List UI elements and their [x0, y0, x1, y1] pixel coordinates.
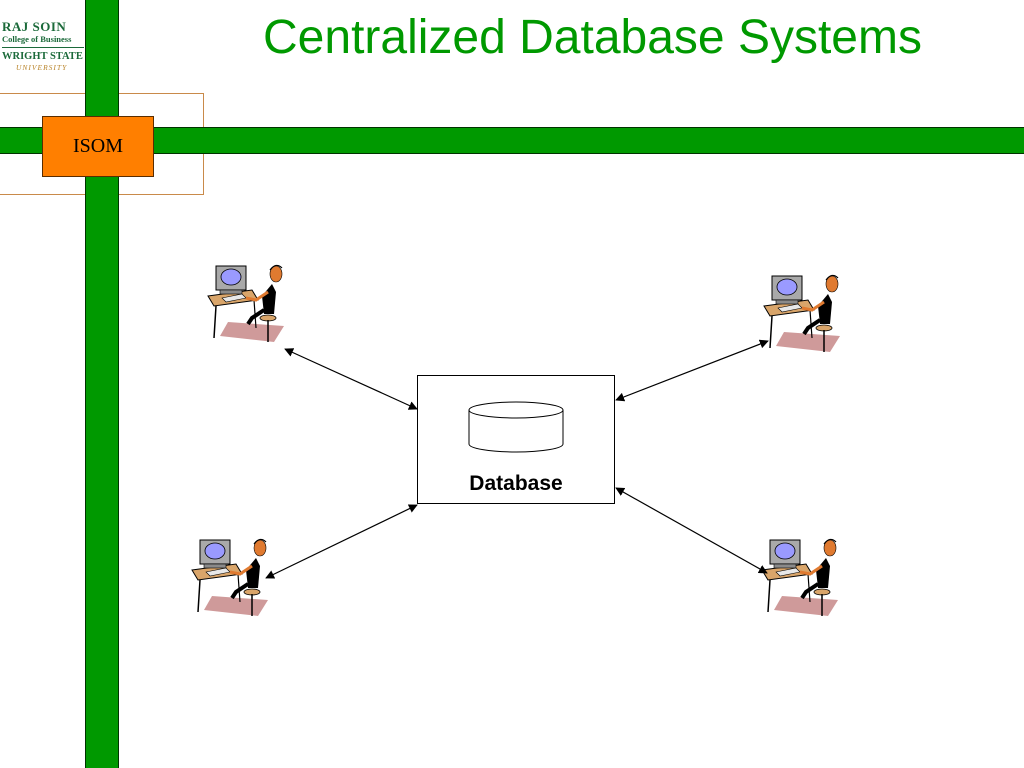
- connector-bottom-left: [265, 504, 418, 579]
- database-cylinder-icon: [468, 401, 564, 453]
- connector-top-left: [284, 348, 418, 410]
- slide-title: Centralized Database Systems: [263, 11, 922, 64]
- logo-line-college: College of Business: [2, 34, 84, 48]
- connector-bottom-right: [615, 487, 768, 574]
- workstation-bottom-right-icon: [760, 537, 840, 618]
- workstation-top-right-icon: [762, 273, 842, 354]
- logo-line-raj-soin: RAJ SOIN: [2, 19, 67, 34]
- database-box: Database: [417, 375, 615, 504]
- logo-line-wright-state: WRIGHT STATE: [2, 51, 83, 62]
- college-logo: RAJ SOIN College of Business WRIGHT STAT…: [2, 20, 84, 72]
- isom-badge: ISOM: [42, 116, 154, 177]
- logo-line-university: UNIVERSITY: [16, 63, 68, 72]
- database-label: Database: [469, 472, 563, 495]
- workstation-bottom-left-icon: [190, 537, 270, 618]
- workstation-top-left-icon: [206, 263, 286, 344]
- connector-top-right: [615, 339, 769, 402]
- horizontal-green-bar: [0, 127, 1024, 154]
